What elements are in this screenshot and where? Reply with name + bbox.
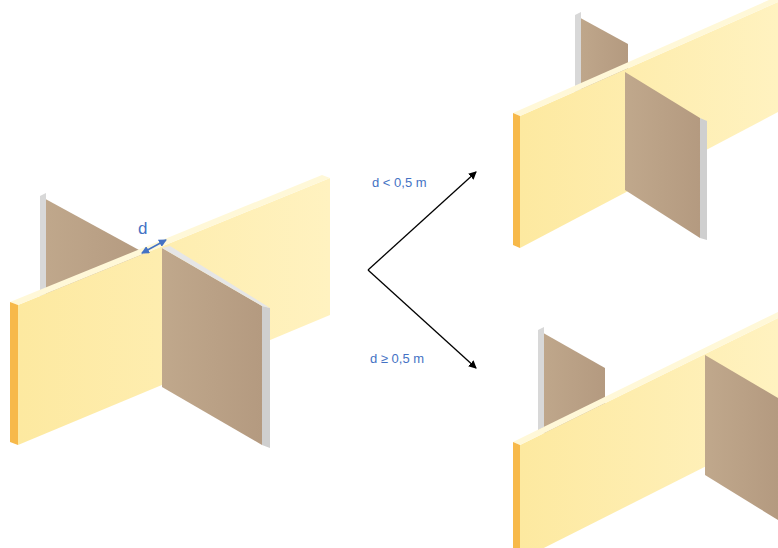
cross-walls [10, 175, 330, 448]
condition-label: d ≥ 0,5 m [370, 352, 424, 365]
condition-label: d < 0,5 m [372, 176, 427, 189]
dimension-label: d [138, 220, 147, 237]
walls-large-d [513, 312, 778, 548]
walls-small-d [513, 0, 778, 248]
split-arrow [368, 270, 476, 368]
split-arrow [368, 172, 476, 270]
